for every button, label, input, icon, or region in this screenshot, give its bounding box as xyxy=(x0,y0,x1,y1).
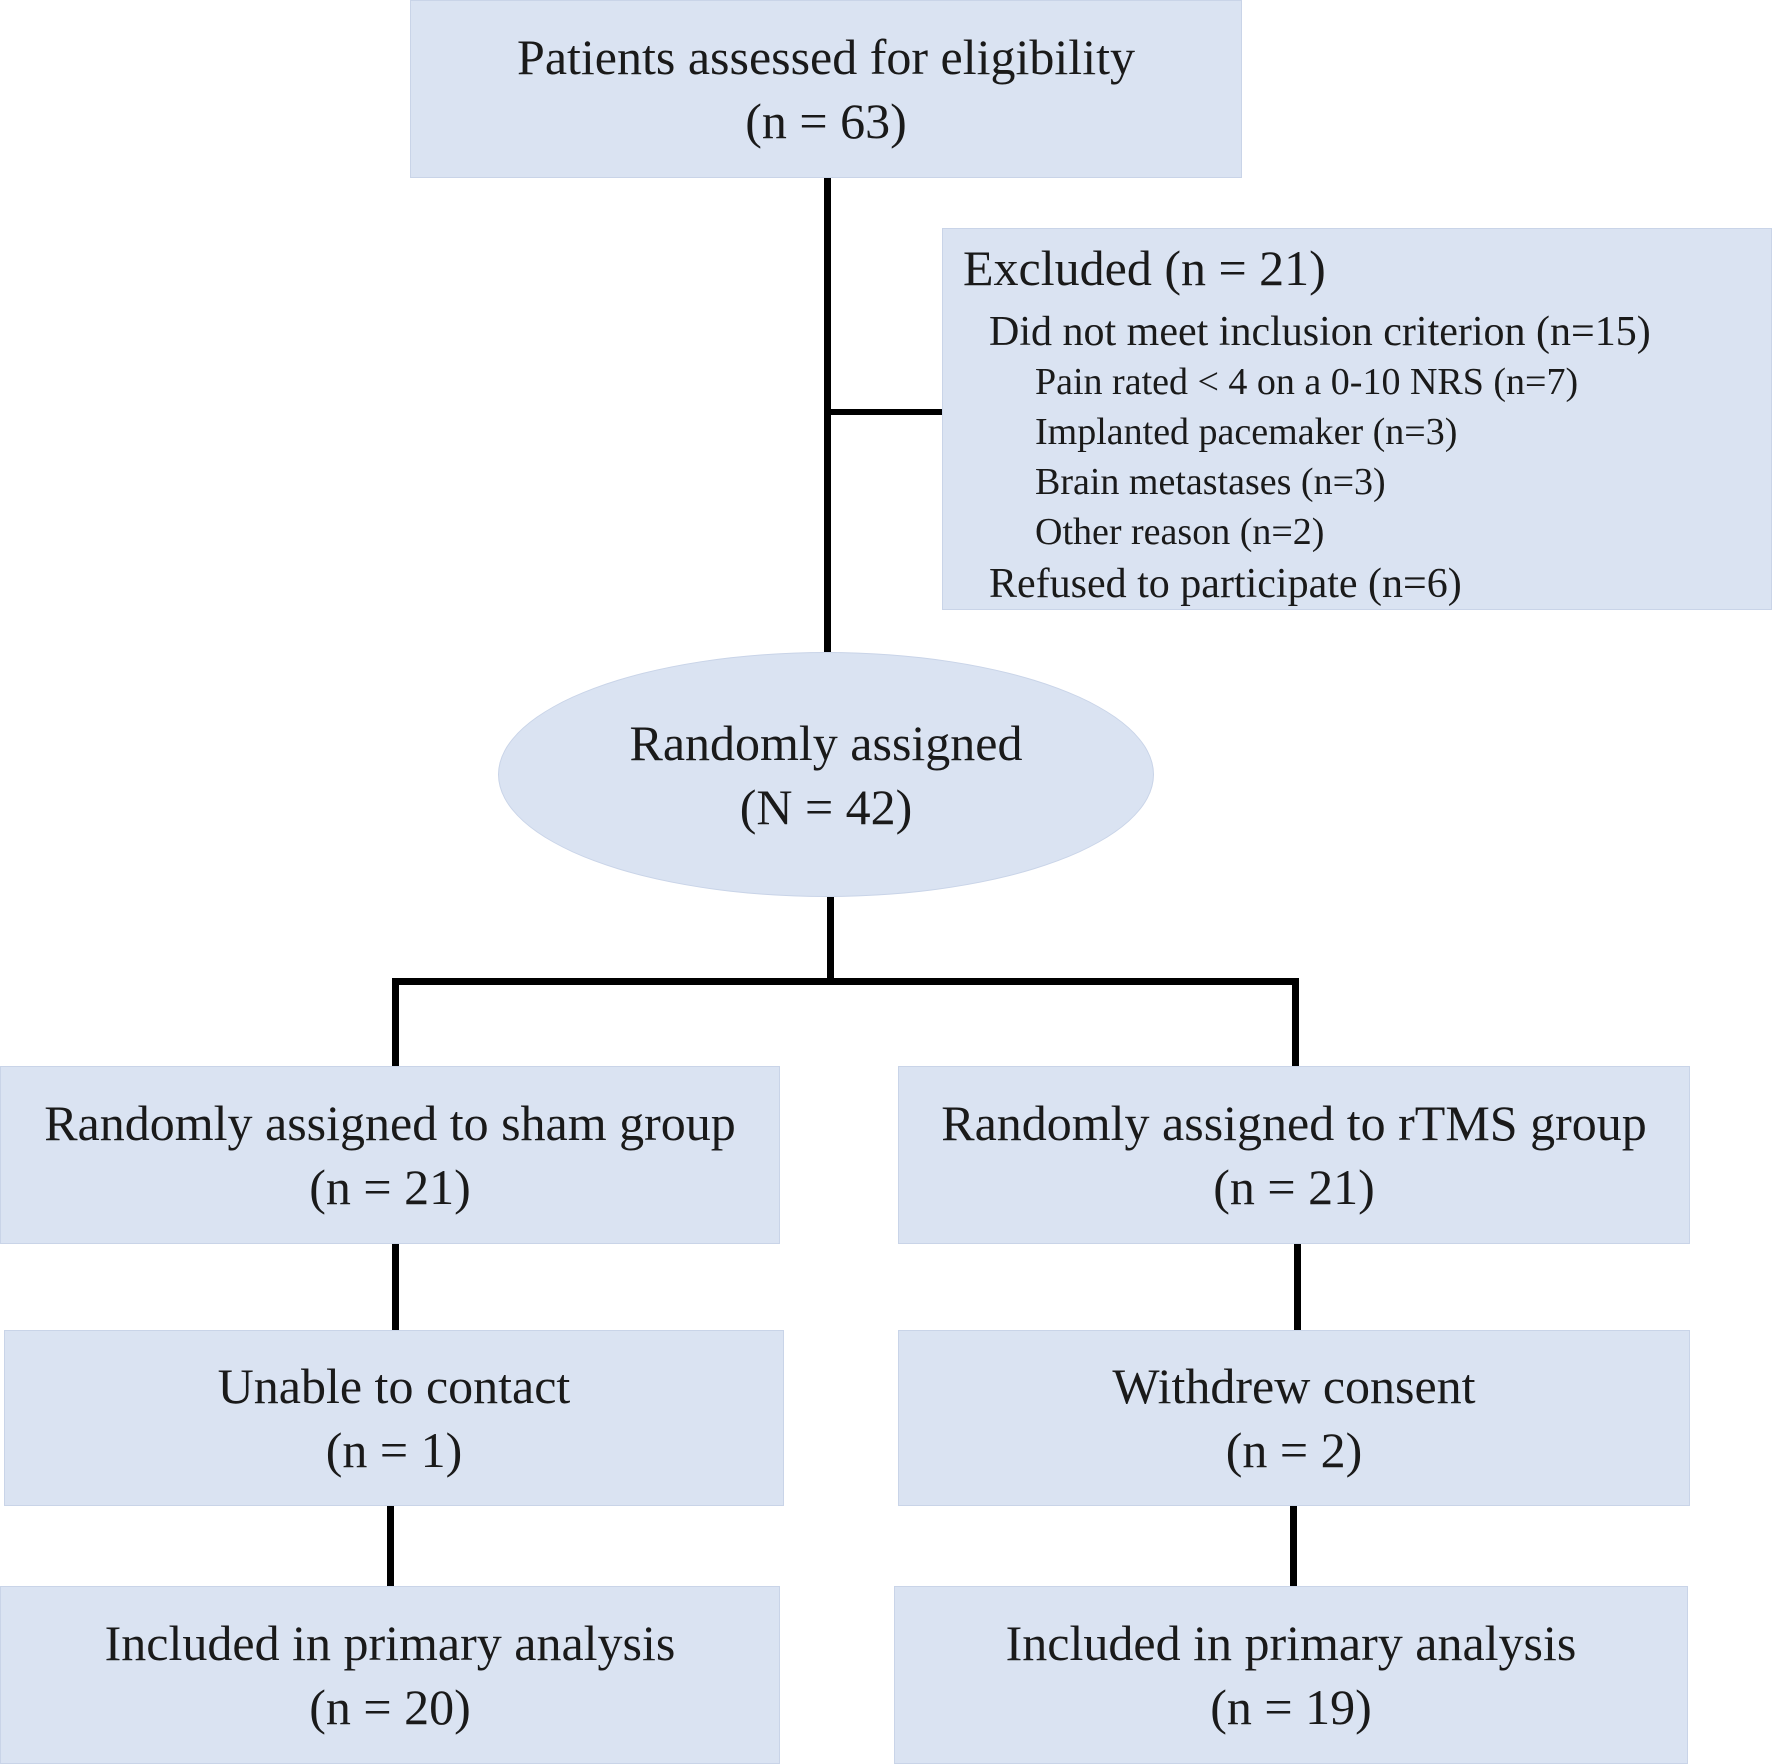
rtms-analysis-box: Included in primary analysis (n = 19) xyxy=(894,1586,1688,1764)
rtms-analysis-label: Included in primary analysis xyxy=(1005,1615,1577,1671)
sham-analysis-count: (n = 20) xyxy=(309,1679,471,1735)
rtms-loss-box: Withdrew consent (n = 2) xyxy=(898,1330,1690,1506)
connector-to-excluded xyxy=(828,409,942,415)
rtms-loss-label: Withdrew consent xyxy=(1112,1358,1476,1414)
rtms-analysis-count: (n = 19) xyxy=(1210,1679,1372,1735)
excluded-reason: Brain metastases (n=3) xyxy=(1035,461,1386,503)
eligibility-box: Patients assessed for eligibility (n = 6… xyxy=(410,0,1242,178)
sham-assigned-label: Randomly assigned to sham group xyxy=(44,1095,736,1151)
rtms-loss-count: (n = 2) xyxy=(1225,1422,1363,1478)
sham-loss-count: (n = 1) xyxy=(325,1422,463,1478)
eligibility-count: (n = 63) xyxy=(745,93,907,149)
connector-rtms-to-loss xyxy=(1294,1244,1301,1330)
connector-sham-loss-to-analysis xyxy=(387,1506,394,1586)
rtms-assigned-box: Randomly assigned to rTMS group (n = 21) xyxy=(898,1066,1690,1244)
connector-rtms-loss-to-analysis xyxy=(1290,1506,1297,1586)
sham-loss-label: Unable to contact xyxy=(217,1358,571,1414)
excluded-refused: Refused to participate (n=6) xyxy=(989,561,1462,607)
sham-assigned-box: Randomly assigned to sham group (n = 21) xyxy=(0,1066,780,1244)
connector-randomized-down xyxy=(827,897,834,982)
excluded-reason: Implanted pacemaker (n=3) xyxy=(1035,411,1458,453)
excluded-box: Excluded (n = 21) Did not meet inclusion… xyxy=(942,228,1772,610)
sham-analysis-label: Included in primary analysis xyxy=(104,1615,676,1671)
connector-sham-to-loss xyxy=(392,1244,399,1330)
excluded-reason: Other reason (n=2) xyxy=(1035,511,1325,553)
connector-eligibility-to-randomized xyxy=(824,178,831,652)
randomized-count: (N = 42) xyxy=(739,778,913,835)
excluded-reason: Pain rated < 4 on a 0-10 NRS (n=7) xyxy=(1035,361,1579,403)
sham-assigned-count: (n = 21) xyxy=(309,1159,471,1215)
eligibility-label: Patients assessed for eligibility xyxy=(517,29,1135,85)
connector-to-sham xyxy=(392,978,399,1066)
connector-to-rtms xyxy=(1292,978,1299,1066)
connector-split-horizontal xyxy=(392,978,1299,985)
randomized-ellipse: Randomly assigned (N = 42) xyxy=(498,652,1154,897)
excluded-title: Excluded (n = 21) xyxy=(963,240,1326,296)
excluded-criterion: Did not meet inclusion criterion (n=15) xyxy=(989,309,1651,355)
rtms-assigned-label: Randomly assigned to rTMS group xyxy=(941,1095,1647,1151)
rtms-assigned-count: (n = 21) xyxy=(1213,1159,1375,1215)
sham-loss-box: Unable to contact (n = 1) xyxy=(4,1330,784,1506)
randomized-label: Randomly assigned xyxy=(629,714,1023,771)
sham-analysis-box: Included in primary analysis (n = 20) xyxy=(0,1586,780,1764)
